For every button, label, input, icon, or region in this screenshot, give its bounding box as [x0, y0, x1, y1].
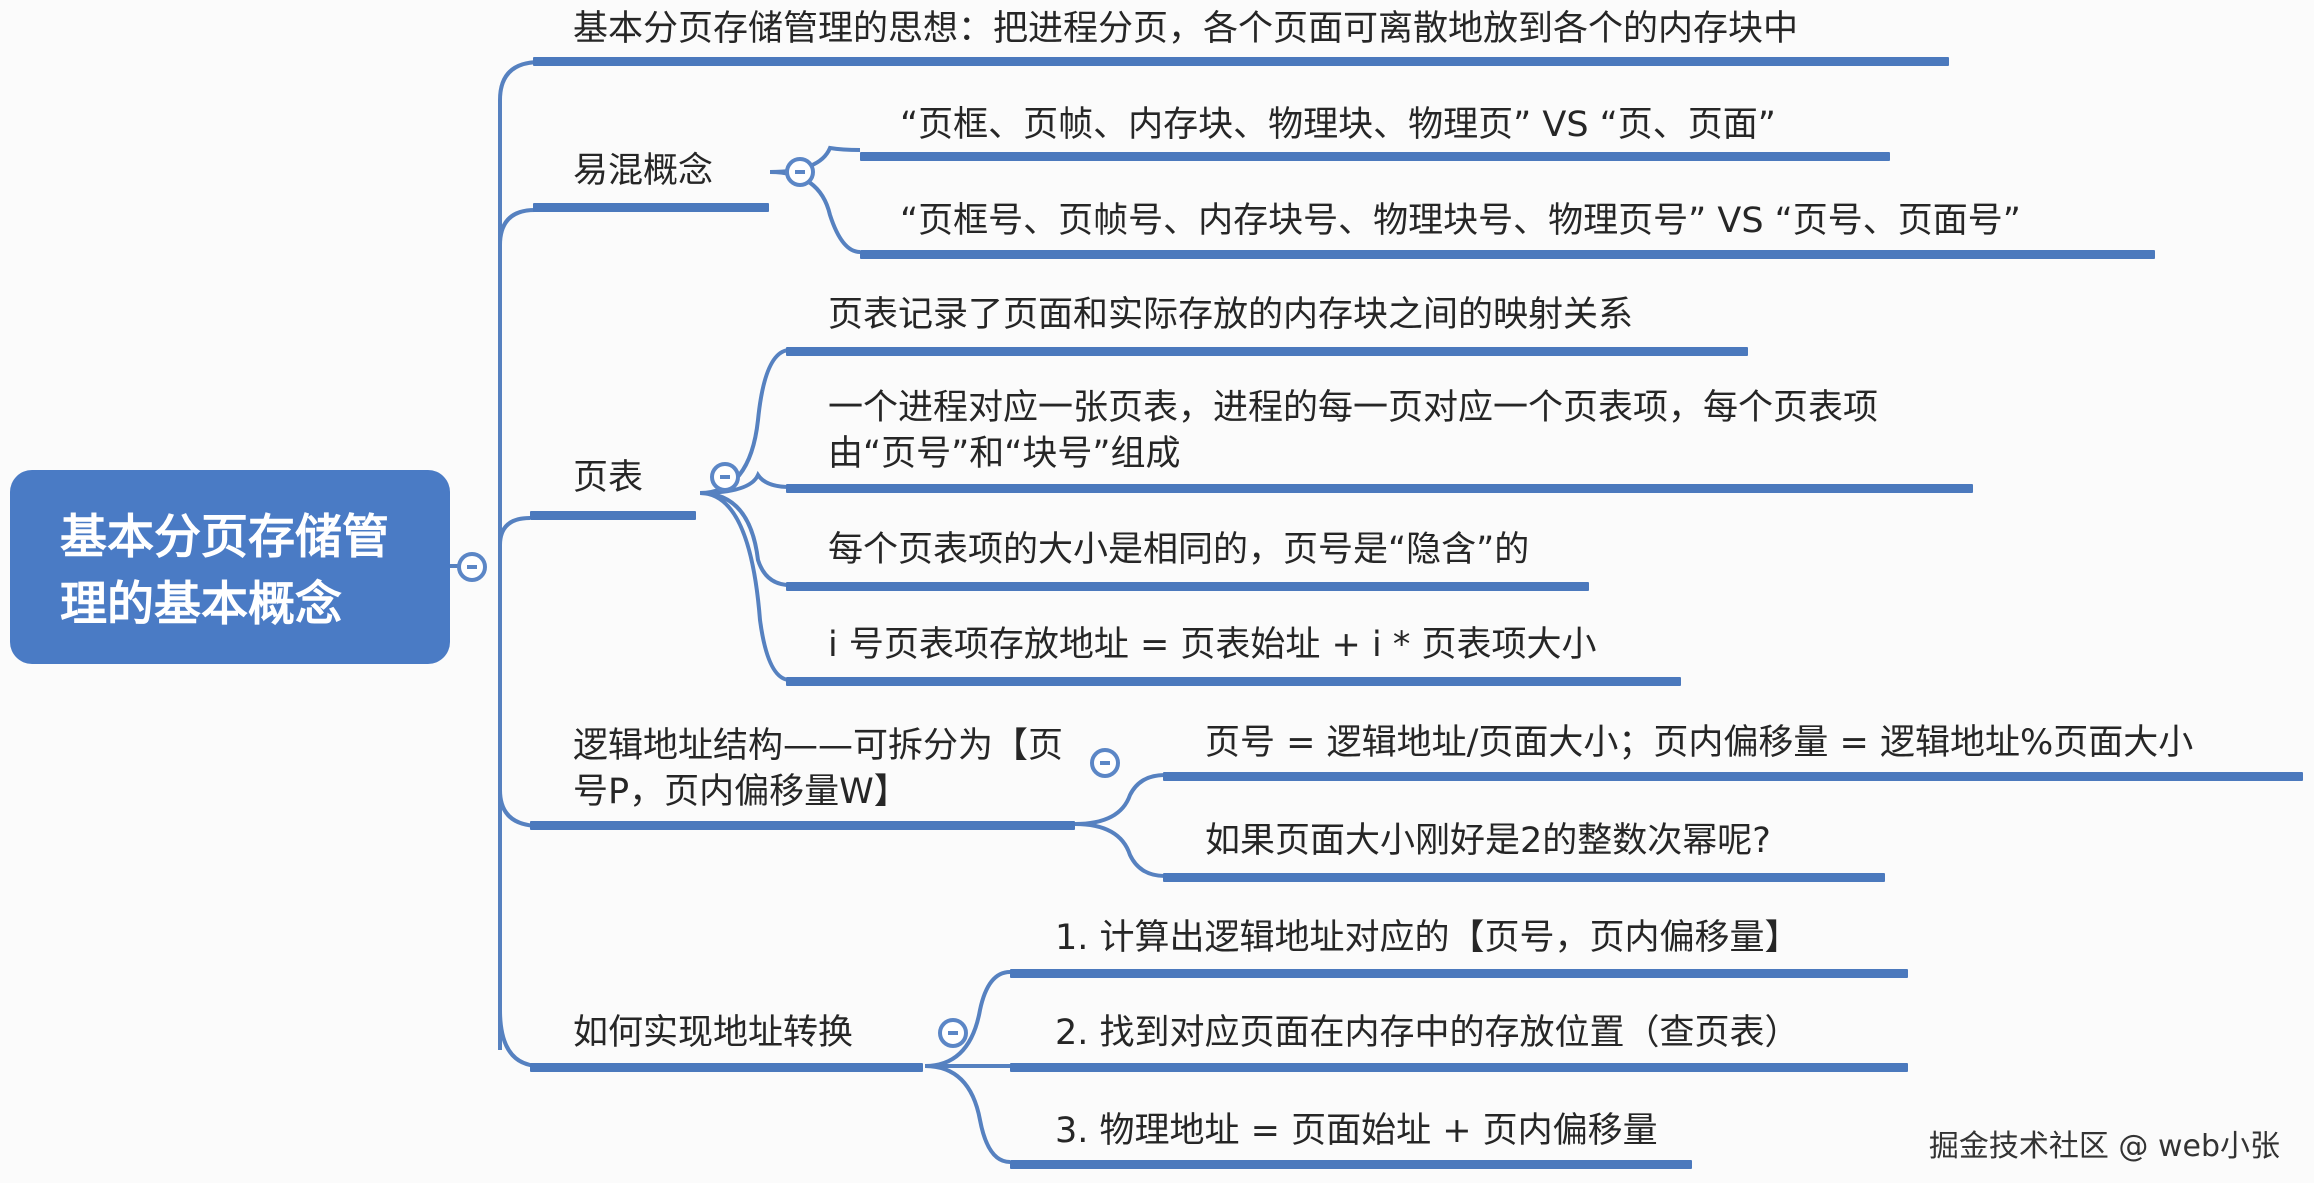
idea-node-text[interactable]: 基本分页存储管理的思想：把进程分页，各个页面可离散地放到各个的内存块中	[573, 9, 1799, 49]
confusing-item-1[interactable]: “页框、页帧、内存块、物理块、物理页” VS “页、页面”	[900, 105, 1776, 145]
logical-item-2[interactable]: 如果页面大小刚好是2的整数次幂呢?	[1205, 821, 1771, 861]
translate-label[interactable]: 如何实现地址转换	[573, 1013, 854, 1053]
page-table-item-3[interactable]: 每个页表项的大小是相同的，页号是“隐含”的	[828, 530, 1530, 570]
confusing-underline	[533, 203, 769, 212]
translate-item-3-underline	[1010, 1160, 1692, 1169]
root-collapse-toggle[interactable]	[457, 552, 487, 582]
translate-item-2-underline	[1010, 1063, 1908, 1072]
watermark: 掘金技术社区 @ web小张	[1928, 1129, 2280, 1164]
logical-item-1[interactable]: 页号 = 逻辑地址/页面大小；页内偏移量 = 逻辑地址%页面大小	[1205, 723, 2194, 763]
translate-item-1-underline	[1010, 969, 1908, 978]
confusing-item-2-underline	[860, 250, 2155, 259]
page-table-item-1[interactable]: 页表记录了页面和实际存放的内存块之间的映射关系	[828, 295, 1634, 335]
logical-address-underline	[530, 821, 1075, 830]
translate-item-2[interactable]: 2. 找到对应页面在内存中的存放位置（查页表）	[1055, 1013, 1800, 1053]
confusing-item-1-underline	[860, 152, 1890, 161]
page-table-item-3-underline	[786, 582, 1589, 591]
logical-item-1-underline	[1163, 772, 2303, 781]
translate-underline	[530, 1063, 923, 1072]
page-table-item-1-underline	[786, 347, 1748, 356]
translate-item-1[interactable]: 1. 计算出逻辑地址对应的【页号，页内偏移量】	[1055, 918, 1800, 958]
translate-item-3[interactable]: 3. 物理地址 = 页面始址 + 页内偏移量	[1055, 1111, 1658, 1151]
page-table-underline	[530, 511, 696, 520]
page-table-item-4-underline	[786, 677, 1681, 686]
page-table-item-4[interactable]: i 号页表项存放地址 = 页表始址 + i * 页表项大小	[828, 625, 1597, 665]
confusing-collapse-toggle[interactable]	[785, 157, 815, 187]
logical-address-label[interactable]: 逻辑地址结构——可拆分为【页号P，页内偏移量W】	[573, 726, 1064, 812]
translate-collapse-toggle[interactable]	[938, 1018, 968, 1048]
idea-node-underline	[533, 57, 1949, 66]
logical-item-2-underline	[1163, 873, 1885, 882]
root-node[interactable]: 基本分页存储管理的基本概念	[10, 470, 450, 664]
logical-address-collapse-toggle[interactable]	[1090, 748, 1120, 778]
confusing-label[interactable]: 易混概念	[573, 151, 714, 191]
page-table-item-2-underline	[786, 484, 1973, 493]
page-table-label[interactable]: 页表	[573, 458, 644, 498]
confusing-item-2[interactable]: “页框号、页帧号、内存块号、物理块号、物理页号” VS “页号、页面号”	[900, 201, 2021, 241]
page-table-collapse-toggle[interactable]	[710, 462, 740, 492]
page-table-item-2[interactable]: 一个进程对应一张页表，进程的每一页对应一个页表项，每个页表项由“页号”和“块号”…	[828, 388, 1879, 474]
